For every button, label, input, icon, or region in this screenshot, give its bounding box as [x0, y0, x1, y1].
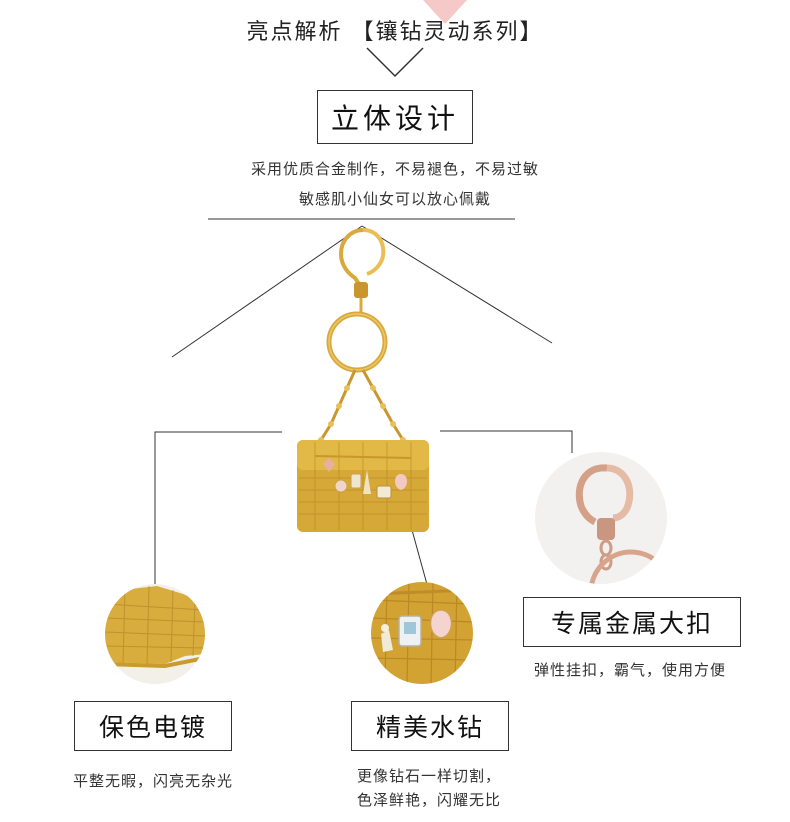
decorative-triangle [423, 0, 467, 24]
main-feature-desc-line1: 采用优质合金制作，不易褪色，不易过敏 [250, 160, 539, 178]
feature-desc-rhinestone-line2: 色泽鲜艳，闪耀无比 [356, 791, 501, 809]
main-feature-title: 立体设计 [317, 90, 473, 144]
feature-desc-clasp: 弹性挂扣，霸气，使用方便 [533, 661, 726, 679]
chevron-down-icon [366, 47, 424, 78]
feature-title-rhinestone: 精美水钻 [351, 701, 509, 751]
clasp-closeup-image [535, 452, 667, 584]
plating-closeup-image [105, 584, 205, 684]
feature-desc-plating: 平整无暇，闪亮无杂光 [72, 772, 233, 790]
feature-title-plating: 保色电镀 [74, 701, 232, 751]
feature-title-clasp: 专属金属大扣 [523, 597, 741, 647]
rhinestone-closeup-image [371, 582, 473, 684]
page-title: 亮点解析 【镶钻灵动系列】 [246, 20, 544, 45]
keychain-bag-image [297, 228, 429, 532]
feature-desc-rhinestone-line1: 更像钻石一样切割， [356, 767, 501, 785]
main-feature-desc-line2: 敏感肌小仙女可以放心佩戴 [298, 190, 491, 208]
